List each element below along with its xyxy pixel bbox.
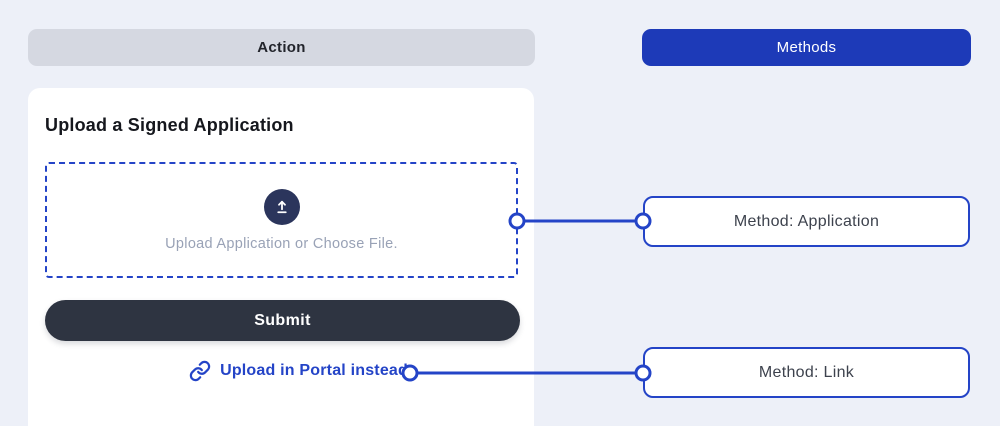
dropzone-label: Upload Application or Choose File. <box>165 235 398 252</box>
action-column-header: Action <box>28 29 535 66</box>
methods-column-header: Methods <box>642 29 971 66</box>
upload-icon <box>263 188 300 225</box>
link-icon <box>189 360 211 382</box>
file-dropzone[interactable]: Upload Application or Choose File. <box>45 162 518 278</box>
card-title: Upload a Signed Application <box>45 115 294 135</box>
method-link-annotation: Method: Link <box>643 347 970 398</box>
portal-link-label: Upload in Portal instead <box>220 362 408 379</box>
submit-button[interactable]: Submit <box>45 300 520 341</box>
method-application-annotation: Method: Application <box>643 196 970 247</box>
upload-in-portal-link[interactable]: Upload in Portal instead <box>28 360 408 382</box>
upload-card: Upload a Signed Application Upload Appli… <box>28 88 534 426</box>
